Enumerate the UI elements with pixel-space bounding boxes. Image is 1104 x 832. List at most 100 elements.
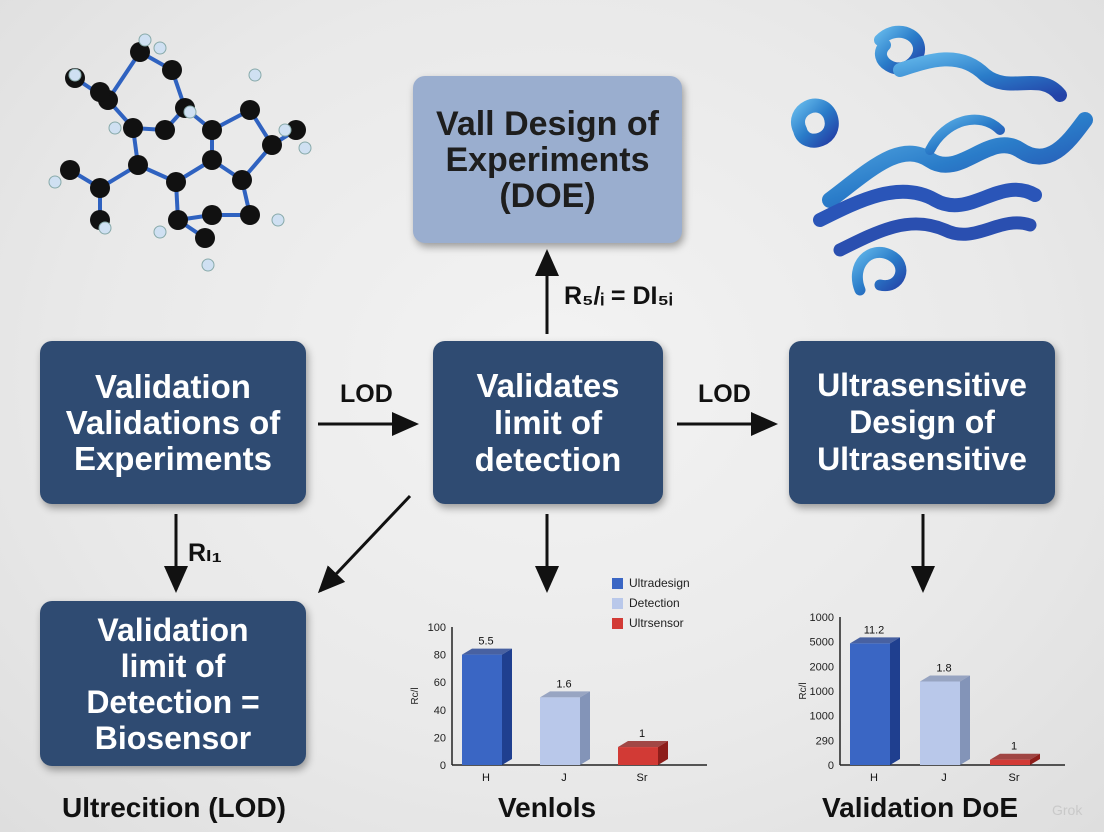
bar-side (1030, 753, 1040, 765)
molecule-hydrogen (201, 258, 215, 272)
data-label: 11.2 (864, 624, 885, 636)
y-tick-label: 1000 (810, 612, 834, 624)
ultrasensitive-line-3: Ultrasensitive (817, 441, 1027, 477)
data-label: 1.6 (556, 678, 571, 690)
molecule-atom (232, 170, 252, 190)
bar-top (990, 753, 1040, 760)
y-tick-label: 80 (434, 650, 446, 662)
bar-side (960, 675, 970, 765)
doe-line-2: Experiments (445, 140, 650, 179)
molecule-hydrogen (248, 68, 262, 82)
x-tick-label: J (561, 772, 567, 784)
y-tick-label: 1000 (810, 686, 834, 698)
validation-line-2: Validations of (65, 403, 281, 441)
data-label: 5.5 (478, 636, 493, 648)
y-axis-label: Rc/l (798, 682, 809, 699)
legend-label: Ultradesign (629, 576, 690, 590)
caption-left: Ultrecition (LOD) (62, 792, 286, 823)
molecule-hydrogen (68, 68, 82, 82)
biosensor-line-3: Detection = (86, 683, 260, 720)
x-tick-label: H (870, 772, 878, 784)
y-tick-label: 20 (434, 732, 446, 744)
molecule-atom (166, 172, 186, 192)
data-label: 1.8 (936, 662, 951, 674)
molecule-hydrogen (138, 33, 152, 47)
molecule-hydrogen (271, 213, 285, 227)
molecule-atom (162, 60, 182, 80)
x-tick-label: H (482, 772, 490, 784)
molecule-atom (60, 160, 80, 180)
bar-top (540, 691, 590, 698)
molecule-atom (202, 120, 222, 140)
y-tick-label: 0 (440, 760, 446, 772)
y-tick-label: 40 (434, 705, 446, 717)
ultrasensitive-line-1: Ultrasensitive (817, 367, 1027, 403)
x-tick-label: Sr (1009, 772, 1020, 784)
doe-box: Vall Design of Experiments (DOE) (413, 76, 682, 243)
bar-top (462, 648, 512, 655)
bar (618, 747, 658, 765)
lod-line-1: Validates (476, 367, 620, 404)
doe-line-3: (DOE) (499, 176, 596, 215)
y-tick-label: 60 (434, 677, 446, 689)
edge-label-center-to-doe: R₅/ᵢ = DI₅ᵢ (564, 282, 673, 310)
bar-side (502, 648, 512, 765)
y-tick-label: 2000 (810, 661, 834, 673)
legend-label: Ultrsensor (629, 616, 684, 630)
lod-line-2: limit of (493, 404, 603, 441)
biosensor-line-1: Validation (97, 611, 249, 648)
ultrasensitive-line-2: Design of (849, 404, 995, 440)
biosensor-line-4: Biosensor (94, 719, 252, 756)
biosensor-box: Validation limit of Detection = Biosenso… (40, 601, 306, 766)
y-tick-label: 5000 (810, 637, 834, 649)
x-tick-label: Sr (637, 772, 648, 784)
bar (462, 654, 502, 765)
molecule-atom (168, 210, 188, 230)
molecule-atom (262, 135, 282, 155)
molecule-hydrogen (153, 41, 167, 55)
ultrasensitive-box: Ultrasensitive Design of Ultrasensitive (789, 341, 1055, 504)
molecule-atom (130, 42, 150, 62)
legend-swatch (612, 598, 623, 609)
molecule-atom (90, 82, 110, 102)
legend-swatch (612, 618, 623, 629)
bar (920, 681, 960, 765)
bar-top (850, 637, 900, 644)
bar-side (890, 637, 900, 765)
molecule-atom (195, 228, 215, 248)
bar-top (618, 741, 668, 748)
molecule-hydrogen (98, 221, 112, 235)
x-tick-label: J (941, 772, 947, 784)
data-label: 1 (1011, 741, 1017, 753)
y-tick-label: 100 (428, 622, 446, 634)
molecule-atom (202, 150, 222, 170)
doe-line-1: Vall Design of (436, 104, 659, 143)
validation-box: Validation Validations of Experiments (40, 341, 306, 504)
lod-line-3: detection (474, 441, 622, 478)
molecule-atom (123, 118, 143, 138)
molecule-hydrogen (298, 141, 312, 155)
caption-center: Venlols (498, 792, 597, 823)
molecule-atom (90, 178, 110, 198)
lod-box: Validates limit of detection (433, 341, 663, 504)
molecule-atom (155, 120, 175, 140)
y-tick-label: 290 (816, 735, 834, 747)
molecule-atom (240, 205, 260, 225)
biosensor-line-2: limit of (120, 647, 226, 684)
molecule-hydrogen (108, 121, 122, 135)
edge-label-center-to-right: LOD (698, 380, 751, 408)
molecule-hydrogen (153, 225, 167, 239)
arrow-center-to-bottom (317, 494, 412, 594)
legend-swatch (612, 578, 623, 589)
bar (850, 643, 890, 765)
bar (990, 759, 1030, 765)
edge-label-left-to-bottom: Rₗ₁ (188, 539, 222, 567)
bar-side (580, 691, 590, 765)
y-tick-label: 0 (828, 760, 834, 772)
molecule-hydrogen (48, 175, 62, 189)
bar (540, 697, 580, 765)
